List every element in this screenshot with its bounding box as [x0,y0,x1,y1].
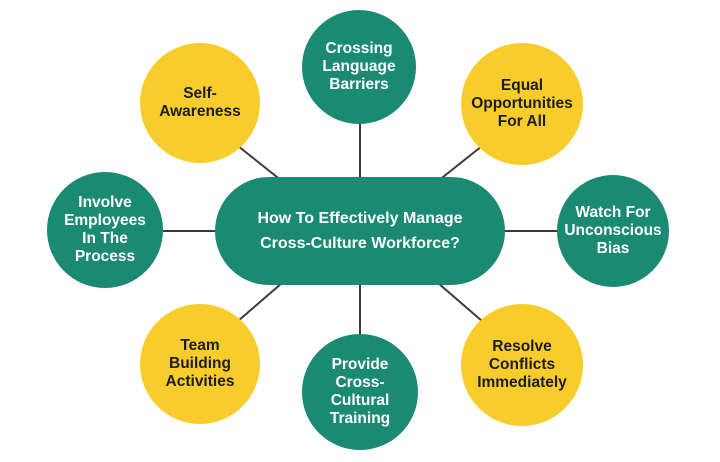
node-crossing-language-barriers: Crossing Language Barriers [302,10,416,124]
node-label: Equal Opportunities For All [471,77,573,130]
node-watch-for-bias: Watch For Unconscious Bias [557,175,669,287]
connector-equal [437,145,483,182]
node-label: Involve Employees In The Process [64,194,146,265]
node-cross-cultural-training: Provide Cross-Cultural Training [302,334,418,450]
node-label: Provide Cross-Cultural Training [329,356,391,427]
center-topic-label: How To Effectively Manage Cross-Culture … [257,210,463,252]
connector-team [237,282,283,322]
node-label: Self-Awareness [159,85,241,120]
node-label: Crossing Language Barriers [322,40,396,93]
node-equal-opportunities: Equal Opportunities For All [461,43,583,165]
node-team-building: Team Building Activities [140,304,260,424]
node-label: Team Building Activities [165,337,235,390]
node-label: Watch For Unconscious Bias [564,204,662,257]
node-resolve-conflicts: Resolve Conflicts Immediately [461,304,583,426]
node-label: Resolve Conflicts Immediately [477,338,567,391]
node-involve-employees: Involve Employees In The Process [47,172,163,288]
connector-resolve [437,282,483,322]
connector-self [237,145,283,182]
center-topic: How To Effectively Manage Cross-Culture … [215,177,505,285]
node-self-awareness: Self-Awareness [140,43,260,163]
